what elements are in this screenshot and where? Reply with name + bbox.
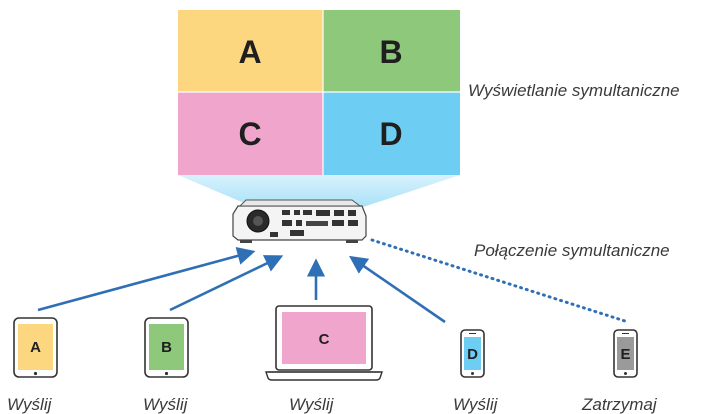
device-c-label: Wyślij (289, 395, 335, 414)
quadrant-c-letter: C (238, 116, 261, 152)
device-a-label: Wyślij (7, 395, 53, 414)
tablet-b-letter: B (161, 339, 172, 356)
simultaneous-connection-caption: Połączenie symultaniczne (474, 241, 670, 260)
phone-e: E (613, 329, 638, 378)
dotted-connection-phone-e (370, 238, 630, 324)
laptop-c-letter: C (319, 331, 330, 348)
tablet-b-screen (149, 324, 184, 370)
tablet-a-screen (18, 324, 53, 370)
laptop-c-screen (282, 312, 366, 364)
arrow-from-tablet-b (169, 255, 284, 312)
device-d-label: Wyślij (453, 395, 499, 414)
tablet-a-letter: A (30, 339, 41, 356)
phone-e-screen (617, 337, 634, 370)
phone-d-screen (464, 337, 481, 370)
quadrant-a (178, 10, 323, 92)
projector (232, 199, 367, 243)
quadrant-a-letter: A (238, 34, 261, 70)
laptop-c: C (265, 305, 383, 381)
device-b-label: Wyślij (143, 395, 189, 414)
connection-arrows (37, 247, 446, 324)
arrow-from-tablet-a (37, 247, 256, 312)
quadrant-b-letter: B (379, 34, 402, 70)
quadrant-b (323, 10, 460, 92)
phone-d-letter: D (467, 346, 478, 363)
quadrant-d (323, 92, 460, 175)
tablet-a: A (13, 317, 58, 378)
simultaneous-display-caption: Wyświetlanie symultaniczne (468, 81, 680, 100)
arrow-from-phone-d (349, 255, 446, 324)
quadrant-c (178, 92, 323, 175)
phone-d: D (460, 329, 485, 378)
phone-e-letter: E (620, 346, 630, 363)
device-e-label: Zatrzymaj (581, 395, 658, 414)
projected-screen: A B C D (178, 10, 460, 175)
tablet-b: B (144, 317, 189, 378)
quadrant-d-letter: D (379, 116, 402, 152)
